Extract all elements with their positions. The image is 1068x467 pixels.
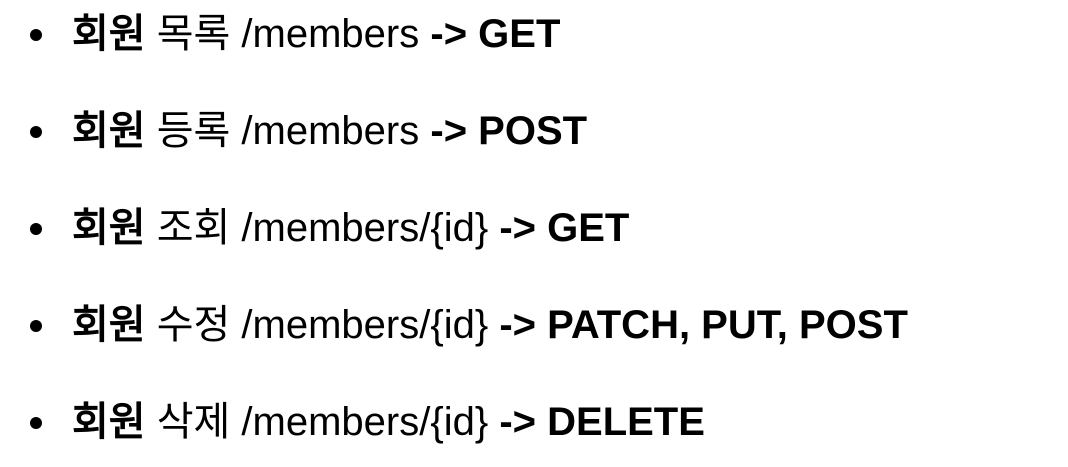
list-item-text: 회원 삭제 /members/{id} -> DELETE <box>72 400 705 444</box>
list-item: 회원 조회 /members/{id} -> GET <box>30 206 1058 250</box>
bullet-icon <box>30 29 42 41</box>
list-item-text: 회원 등록 /members -> POST <box>72 109 587 153</box>
bullet-icon <box>30 126 42 138</box>
entity-label: 회원 <box>72 109 146 153</box>
entity-label: 회원 <box>72 400 146 444</box>
list-item: 회원 목록 /members -> GET <box>30 12 1058 56</box>
entity-label: 회원 <box>72 12 146 56</box>
action-and-path: 목록 /members <box>145 12 431 56</box>
http-method: -> POST <box>430 109 588 153</box>
action-and-path: 삭제 /members/{id} <box>145 400 500 444</box>
http-method: -> GET <box>430 12 561 56</box>
action-and-path: 조회 /members/{id} <box>145 206 500 250</box>
list-item: 회원 수정 /members/{id} -> PATCH, PUT, POST <box>30 303 1058 347</box>
http-method: -> DELETE <box>499 400 705 444</box>
list-item: 회원 등록 /members -> POST <box>30 109 1058 153</box>
action-and-path: 수정 /members/{id} <box>145 303 500 347</box>
list-item: 회원 삭제 /members/{id} -> DELETE <box>30 400 1058 444</box>
api-endpoint-list: 회원 목록 /members -> GET 회원 등록 /members -> … <box>30 12 1058 444</box>
http-method: -> GET <box>499 206 630 250</box>
http-method: -> PATCH, PUT, POST <box>499 303 908 347</box>
list-item-text: 회원 수정 /members/{id} -> PATCH, PUT, POST <box>72 303 908 347</box>
bullet-icon <box>30 417 42 429</box>
entity-label: 회원 <box>72 206 146 250</box>
list-item-text: 회원 조회 /members/{id} -> GET <box>72 206 629 250</box>
bullet-icon <box>30 223 42 235</box>
entity-label: 회원 <box>72 303 146 347</box>
list-item-text: 회원 목록 /members -> GET <box>72 12 560 56</box>
bullet-icon <box>30 320 42 332</box>
action-and-path: 등록 /members <box>145 109 431 153</box>
